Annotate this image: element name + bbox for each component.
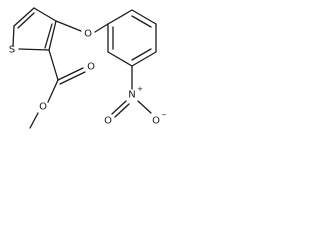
- chemical-structure: S O O O N + O O −: [9, 7, 167, 129]
- nitro-group: [111, 65, 152, 118]
- thiophene-ring: [12, 7, 57, 51]
- atom-ether-oxygen: O: [84, 29, 92, 40]
- ester-group: [29, 49, 86, 129]
- ether-linkage: [55, 20, 109, 33]
- bond-c2-ccarbonyl: [48, 49, 59, 81]
- bond-c3-c2: [48, 20, 57, 51]
- bond-o-methyl: [29, 112, 39, 129]
- oxygen-charge: −: [161, 111, 167, 119]
- atom-carbonyl-oxygen: O: [87, 62, 95, 73]
- bond-oether-cphenyl: [94, 23, 109, 33]
- bond-n-o-double-1: [111, 100, 127, 115]
- benzene-ring: [107, 9, 157, 67]
- bond-c5-c4-double: [17, 12, 35, 29]
- nitrogen-charge: +: [137, 85, 143, 93]
- atom-sulfur: S: [9, 45, 15, 56]
- bond-c-o-double-1: [57, 67, 84, 81]
- bond-b4-b5: [131, 51, 157, 67]
- bond-c2-s: [18, 48, 50, 51]
- bond-c4-c3: [33, 7, 57, 22]
- bond-b2-b3-inner: [131, 15, 152, 28]
- bond-n-o-single: [137, 100, 152, 114]
- bond-b5-b6: [107, 51, 133, 67]
- bond-b2-b3: [131, 9, 157, 25]
- atom-ester-oxygen: O: [39, 102, 47, 113]
- bond-b4-b5-inner: [131, 48, 152, 61]
- atom-nitro-nitrogen: N: [128, 90, 135, 101]
- bond-c5-c4: [13, 7, 35, 27]
- bond-c-o-ester: [47, 79, 59, 103]
- atom-nitro-oxygen-single: O: [152, 116, 160, 127]
- bond-c3-c2-double: [44, 23, 53, 49]
- bond-n-o-double-2: [114, 103, 130, 118]
- bond-s-c5: [12, 25, 15, 47]
- atom-nitro-oxygen-double: O: [104, 116, 112, 127]
- bond-c3-oether: [55, 20, 82, 32]
- bond-b1-b2: [107, 9, 133, 25]
- bond-c-o-double-2: [59, 71, 86, 85]
